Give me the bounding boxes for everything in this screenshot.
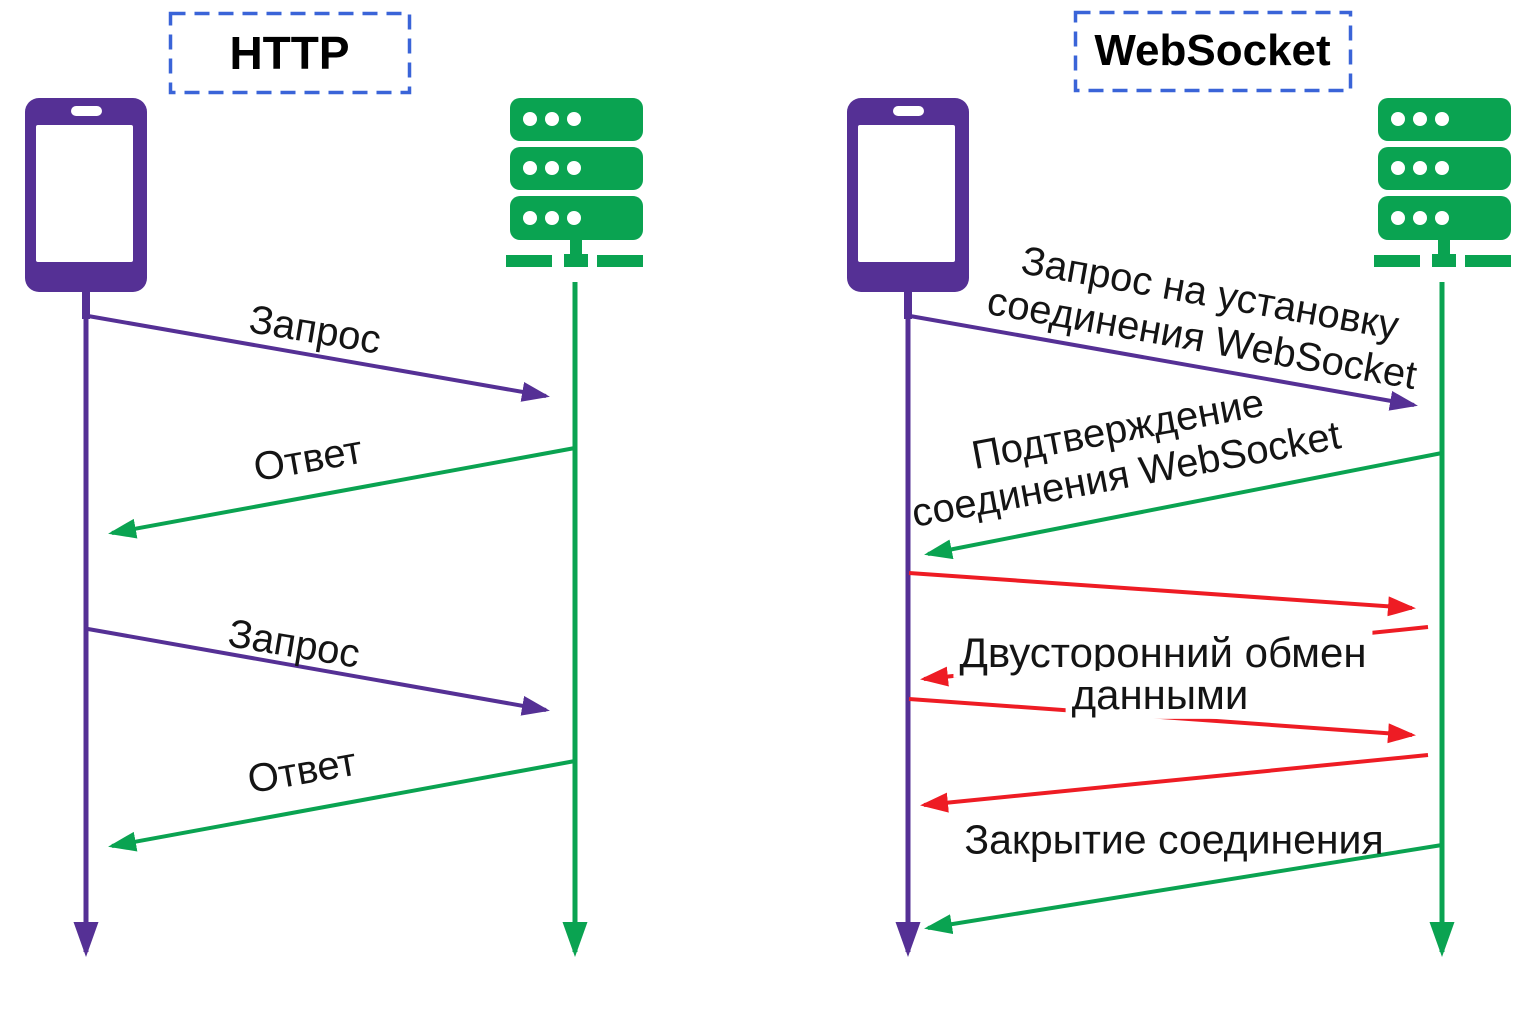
- websocket-title-box-border: [1073, 10, 1353, 93]
- http-title: HTTP: [229, 26, 350, 79]
- http-title-box: HTTP: [170, 13, 409, 92]
- websocket-client-phone-icon: [847, 98, 969, 319]
- ws-open-confirm-arrow: [924, 451, 1443, 560]
- ws-data-exchange-label-line2: данными: [1065, 670, 1255, 720]
- websocket-title: WebSocket: [1094, 26, 1331, 75]
- ws-open-request-arrow: [909, 314, 1418, 411]
- ws-data-arrow-4: [920, 753, 1429, 813]
- http-server-icon: [506, 98, 643, 267]
- http-request-arrow-2: [87, 627, 550, 716]
- websocket-server-icon: [1374, 98, 1511, 267]
- ws-data-exchange-label-line1: Двусторонний обмен: [953, 627, 1373, 679]
- http-title-box-border: [168, 11, 412, 95]
- http-request-arrow-1: [87, 314, 550, 402]
- ws-close-arrow: [924, 843, 1443, 935]
- http-client-phone-icon: [25, 98, 147, 319]
- ws-close-label: Закрытие соединения: [964, 816, 1384, 863]
- ws-data-arrow-1: [908, 571, 1416, 617]
- websocket-title-box: WebSocket: [1075, 12, 1350, 90]
- http-response-arrow-1: [108, 446, 576, 539]
- http-response-arrow-2: [108, 759, 576, 852]
